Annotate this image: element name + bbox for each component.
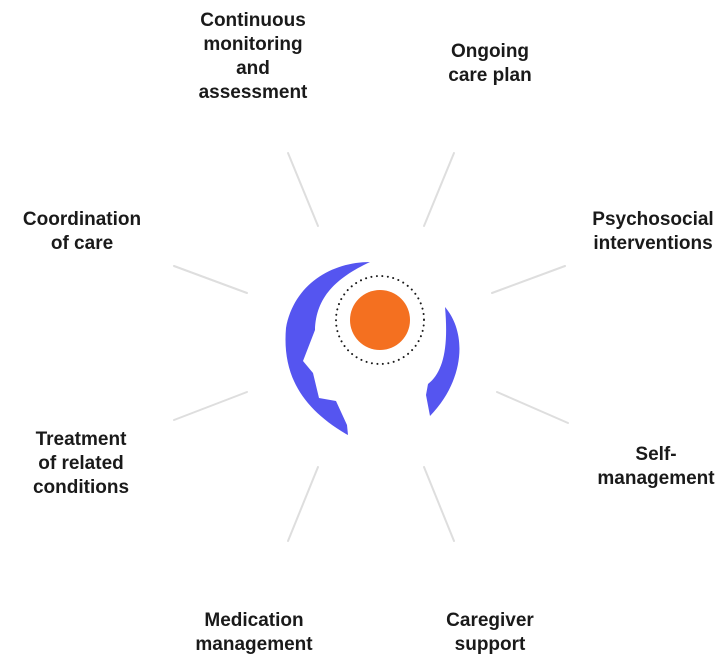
label-psychosocial-interventions: Psychosocial interventions: [592, 209, 714, 254]
spoke-self-management: [496, 391, 569, 424]
spoke-coordination: [173, 265, 248, 294]
head-back-shape: [426, 307, 460, 416]
spokes: [173, 152, 569, 542]
head-shape: [285, 262, 370, 435]
label-caregiver-support: Caregiver support: [446, 610, 534, 655]
brain-dot-icon: [335, 275, 425, 365]
head-profile-icon: [285, 262, 460, 435]
spoke-care-plan: [423, 152, 455, 227]
spoke-medication: [287, 466, 319, 542]
spoke-caregiver: [423, 466, 455, 542]
label-medication-management: Medication management: [195, 610, 313, 655]
spoke-treatment: [173, 391, 248, 421]
spoke-psychosocial: [491, 265, 566, 294]
dotted-ring: [335, 275, 425, 365]
label-coordination-of-care: Coordination of care: [22, 209, 142, 254]
label-treatment-related-conditions: Treatment of related conditions: [32, 429, 130, 498]
orange-dot: [350, 290, 410, 350]
label-continuous-monitoring: Continuous monitoring and assessment: [198, 10, 308, 103]
spoke-monitoring: [287, 152, 319, 227]
label-self-management: Self- management: [597, 444, 715, 489]
label-ongoing-care-plan: Ongoing care plan: [448, 41, 532, 86]
